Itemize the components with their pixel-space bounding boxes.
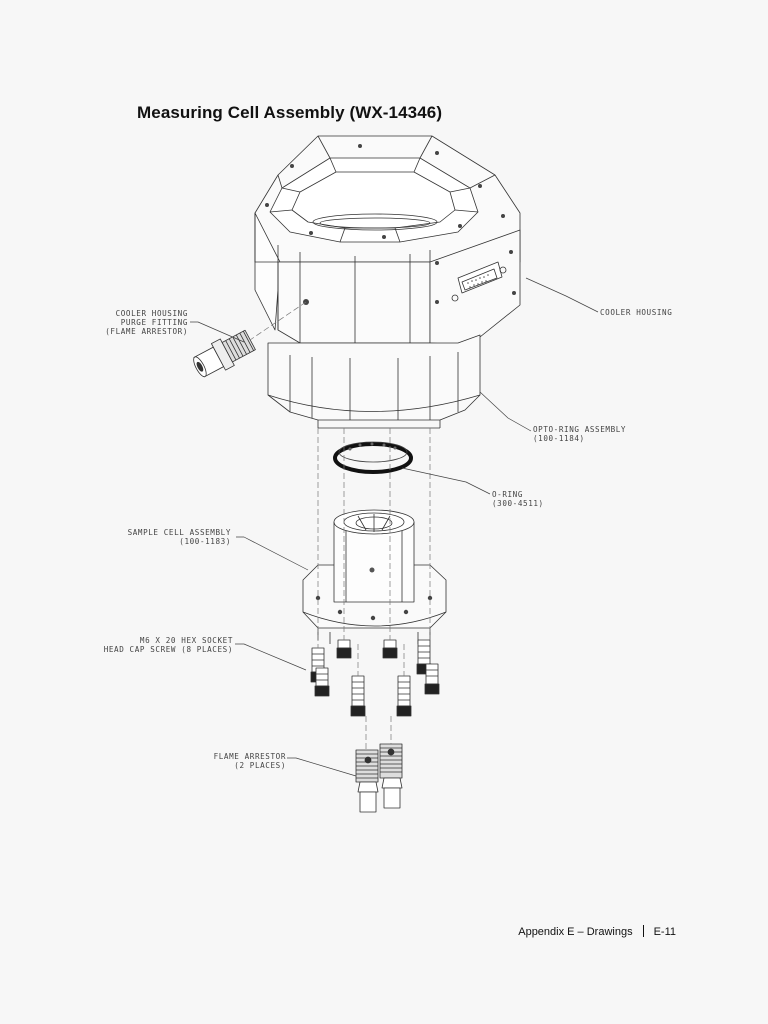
page-footer: Appendix E – Drawings E-11 — [518, 925, 676, 938]
hex-screws — [310, 639, 440, 717]
o-ring — [333, 441, 413, 474]
callout-hex-screw-line1: M6 X 20 HEX SOCKET — [140, 636, 233, 645]
leader-lines — [190, 277, 599, 777]
opto-ring-assembly — [267, 334, 481, 429]
db-connector — [451, 261, 507, 302]
flame-arrestor-bottom — [355, 743, 403, 813]
callout-cooler-purge-line3: (FLAME ARRESTOR) — [105, 327, 188, 336]
flame-arrestor-purge-fitting — [193, 329, 256, 378]
callout-flame-arrestor-line1: FLAME ARRESTOR — [214, 752, 286, 761]
footer-page-number: E-11 — [653, 926, 676, 938]
callout-sample-cell-line2: (100-1183) — [179, 537, 231, 546]
footer-separator — [642, 925, 644, 937]
callout-flame-arrestor-line2: (2 PLACES) — [234, 761, 286, 770]
callout-cooler-housing: COOLER HOUSING — [600, 308, 672, 317]
callout-opto-ring-line1: OPTO-RING ASSEMBLY — [533, 425, 626, 434]
cooler-housing — [254, 135, 521, 347]
callout-sample-cell-line1: SAMPLE CELL ASSEMBLY — [128, 528, 231, 537]
footer-section: Appendix E – Drawings — [518, 926, 633, 938]
callout-hex-screw-line2: HEAD CAP SCREW (8 PLACES) — [104, 645, 233, 654]
callout-cooler-purge-line1: COOLER HOUSING — [116, 309, 188, 318]
callout-o-ring-line1: O-RING — [492, 490, 523, 499]
sample-cell-assembly — [302, 509, 447, 644]
callout-opto-ring-line2: (100-1184) — [533, 434, 585, 443]
page-title: Measuring Cell Assembly (WX-14346) — [137, 103, 443, 122]
callout-o-ring-line2: (300-4511) — [492, 499, 544, 508]
callout-cooler-purge-line2: PURGE FITTING — [121, 318, 188, 327]
assembly-center-lines — [249, 301, 431, 750]
